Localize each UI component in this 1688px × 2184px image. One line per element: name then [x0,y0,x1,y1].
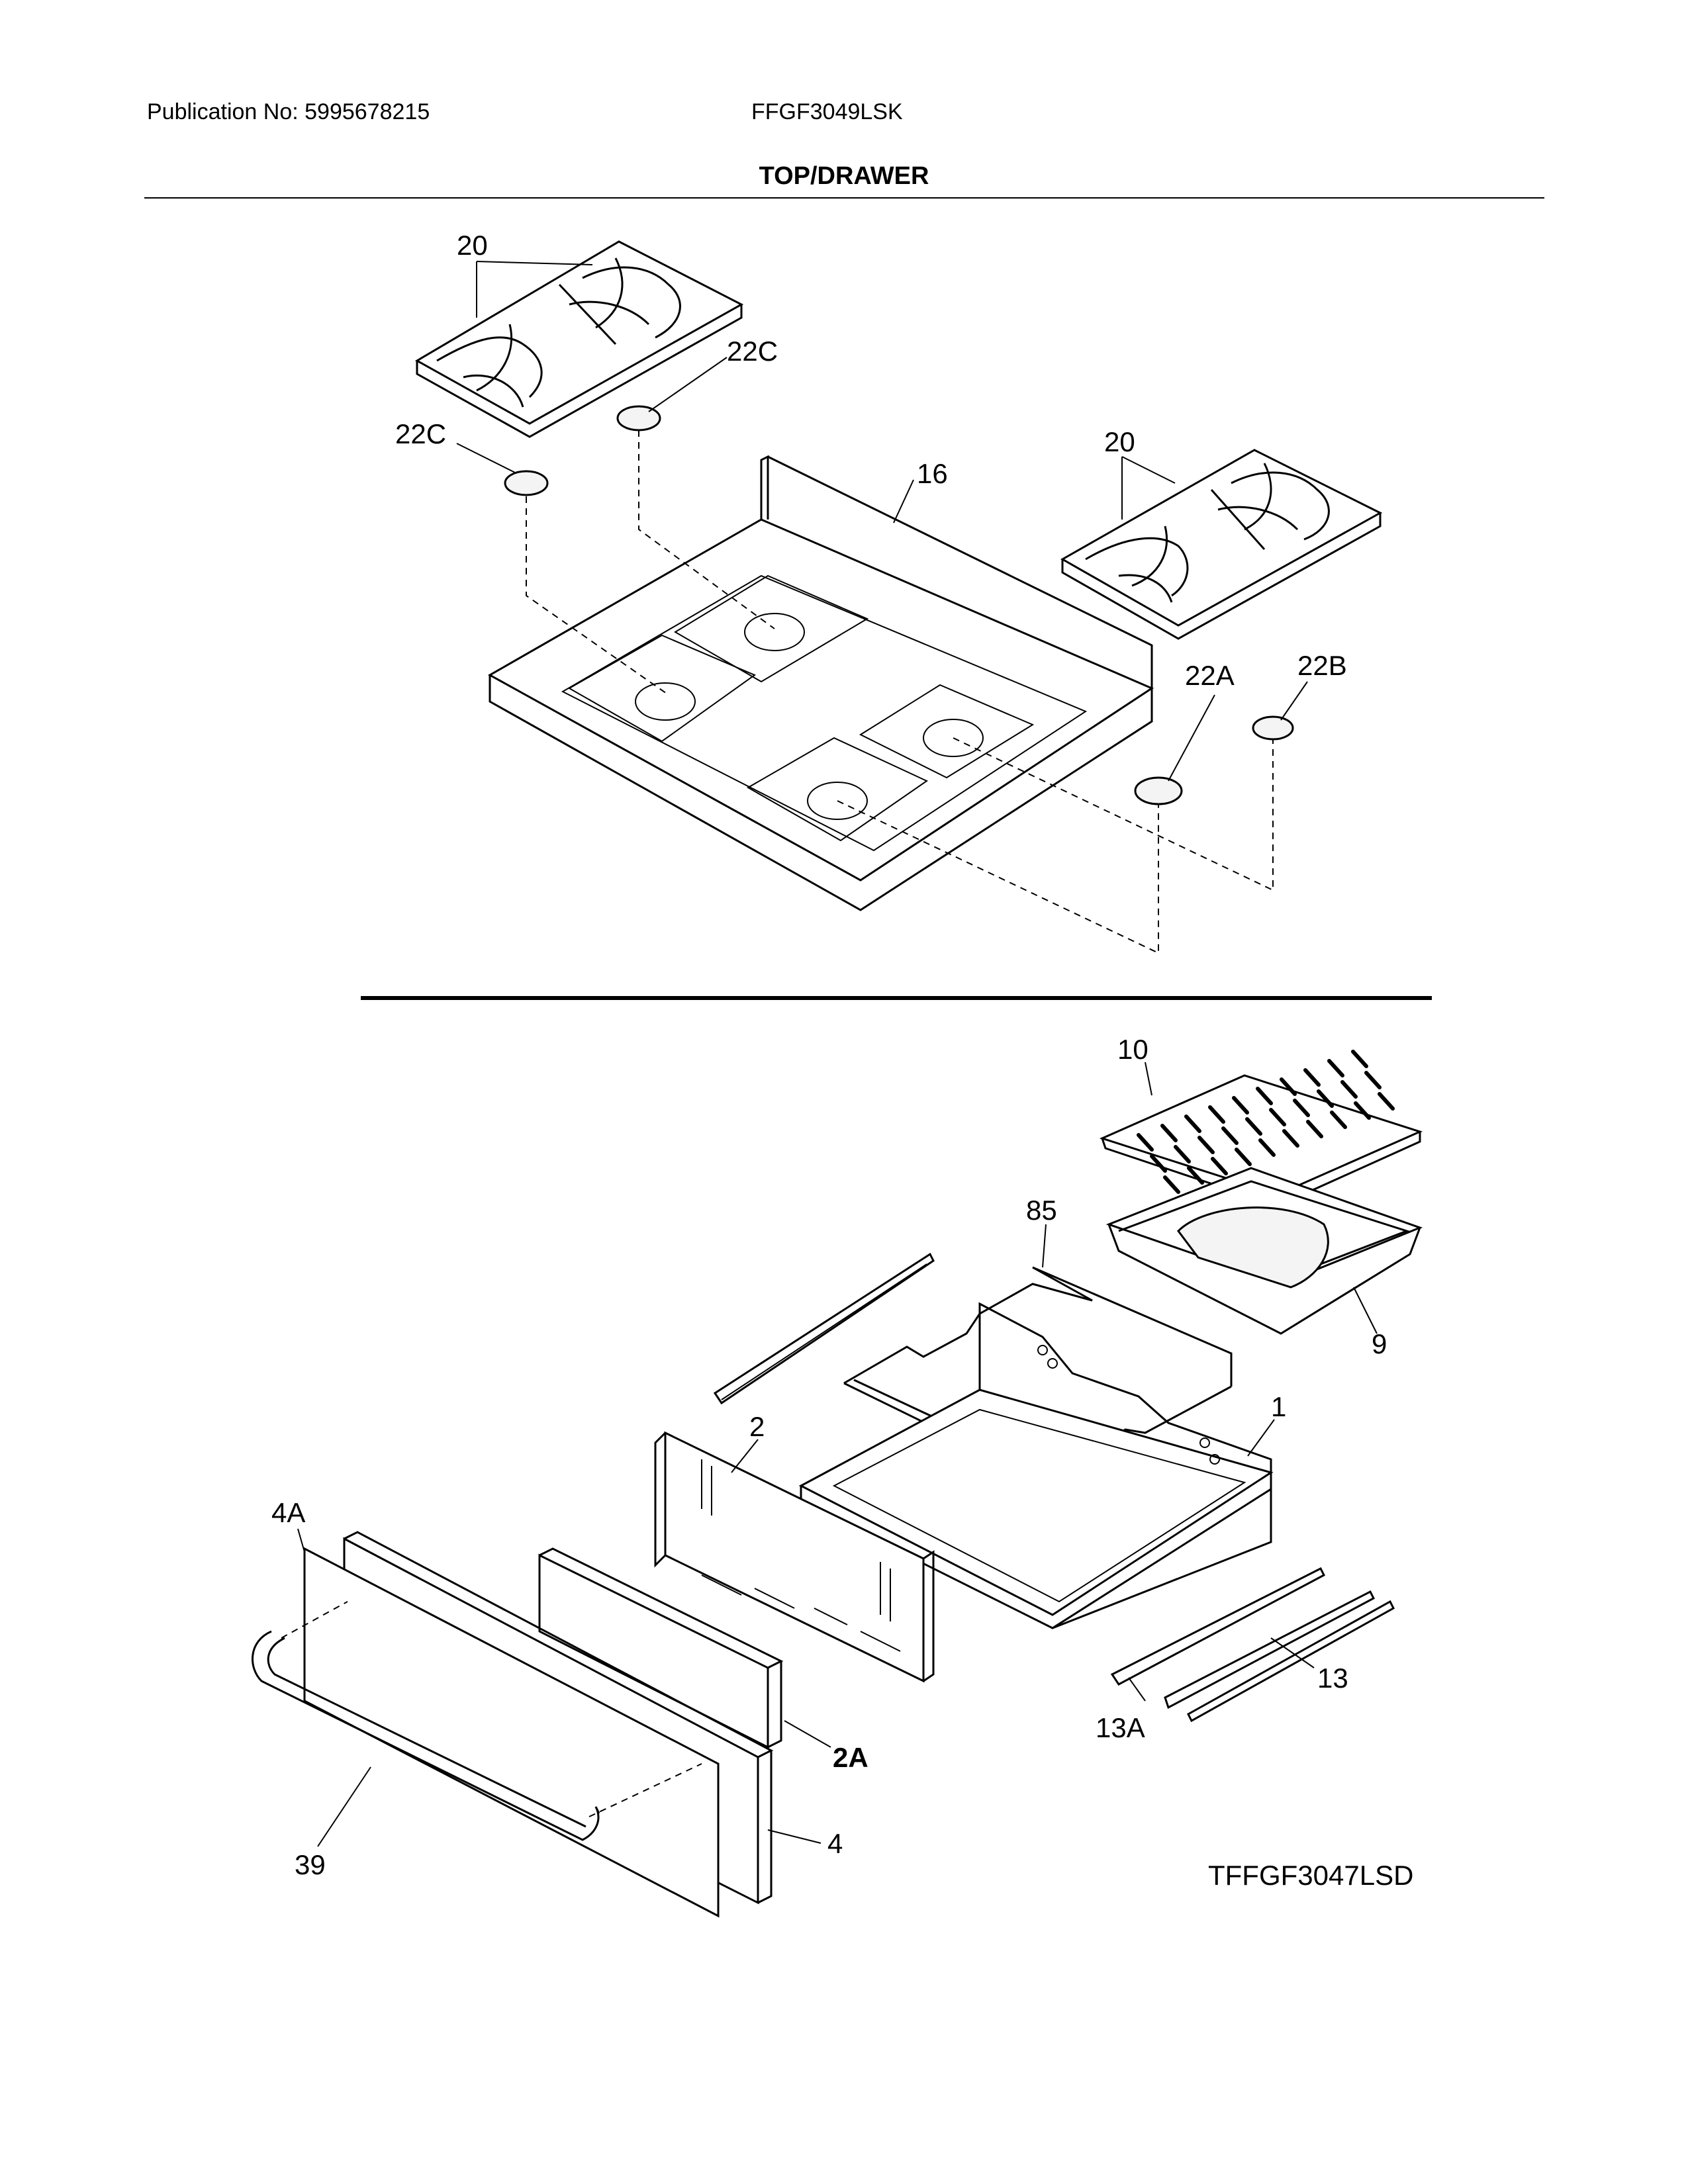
callout-1: 1 [1271,1391,1286,1422]
grid-slot [1280,1077,1297,1096]
grid-slot [1282,1129,1299,1148]
grid-slot [1354,1101,1371,1120]
publication-number: Publication No: 5995678215 [147,99,430,124]
grid-slot [1187,1166,1204,1185]
grid-slot [1160,1124,1178,1142]
callout-20-left: 20 [457,230,488,261]
grid-slot [1306,1120,1323,1138]
broiler-pan [1105,1167,1423,1335]
callout-22b: 22B [1297,650,1347,681]
grid-slot [1197,1136,1215,1154]
burner-cap-22b [1252,715,1294,741]
grid-slot [1258,1138,1276,1157]
grid-slot [1163,1175,1180,1194]
grid-slot [1303,1068,1321,1087]
callout-22a: 22A [1185,660,1235,691]
grid-slot [1256,1087,1273,1105]
broiler-grid [1099,1050,1423,1207]
grid-slot [1351,1050,1368,1068]
callout-20-right: 20 [1104,426,1135,457]
handle-dashed-lines [281,1601,702,1817]
header-rule [144,197,1544,199]
grate-right [1060,449,1383,640]
grid-slot [1137,1133,1154,1152]
callout-9: 9 [1372,1328,1387,1359]
diagram-code: TFFGF3047LSD [1208,1860,1413,1891]
callout-4a: 4A [271,1497,305,1528]
drawer-slide-13 [1187,1600,1395,1723]
burner-cap-22a [1134,776,1183,805]
drawer-back-panel [654,1431,935,1683]
callout-22c-lower: 22C [395,418,446,449]
grid-slot [1208,1105,1225,1124]
bottom-leader-lines [297,1062,1378,1847]
section-title: TOP/DRAWER [759,162,929,190]
callout-13: 13 [1317,1662,1348,1694]
drawer-handle [252,1630,600,1841]
cooktop [487,455,1154,911]
drawer-front-panel [303,1547,720,1918]
grate-left [414,240,744,438]
drawer-body [798,1302,1274,1629]
grid-slot [1174,1145,1191,1163]
grid-slot [1378,1092,1395,1111]
drawer-slide-13a [1110,1567,1375,1709]
drawer-insert [538,1547,784,1749]
callout-2a: 2A [833,1742,868,1773]
callout-10: 10 [1117,1034,1149,1065]
top-leader-lines [456,261,1308,782]
callout-22c-upper: 22C [727,336,778,367]
grid-slot [1340,1080,1358,1099]
grid-slot [1269,1108,1286,1126]
callout-4: 4 [827,1828,843,1859]
grid-slot [1184,1115,1201,1133]
callout-13a: 13A [1096,1712,1145,1743]
burner-cap-22c-lower [504,470,549,496]
grid-slot [1327,1059,1344,1077]
grid-slot [1150,1154,1167,1173]
grid-slot [1293,1099,1310,1117]
callout-16: 16 [917,458,948,489]
grid-slot [1317,1089,1334,1108]
side-rail-left [713,1252,935,1405]
grid-slot [1221,1126,1239,1145]
callout-85: 85 [1026,1195,1057,1226]
grid-slot [1235,1148,1252,1166]
grid-slot [1211,1157,1228,1175]
grid-slot [1245,1117,1262,1136]
callout-2: 2 [749,1411,765,1442]
callout-39: 39 [295,1849,326,1880]
model-number: FFGF3049LSK [751,99,903,124]
grid-slot [1232,1096,1249,1115]
assembly-guide-lines [526,430,1274,954]
burner-cap-22c-upper [616,405,661,432]
grid-slot [1364,1071,1382,1089]
grid-slot [1330,1111,1347,1129]
